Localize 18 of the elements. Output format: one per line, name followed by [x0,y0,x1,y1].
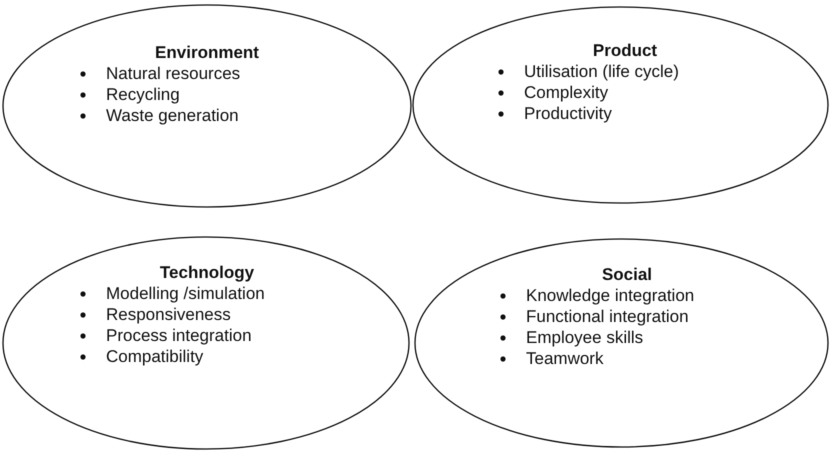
bullet-item: Natural resources [106,64,240,83]
bullet-item: Productivity [524,104,612,123]
bullet-item: Knowledge integration [526,286,694,305]
bullet-item: Process integration [106,326,252,345]
bullet-item: Functional integration [526,307,689,326]
bullet-item: Waste generation [106,106,239,125]
category-heading: Environment [155,43,259,62]
bullet-item: Responsiveness [106,305,231,324]
bullet-item: Teamwork [526,349,604,368]
bullet-item: Utilisation (life cycle) [524,62,679,81]
bullet-item: Complexity [524,83,608,102]
category-heading: Product [592,41,658,60]
category-heading: Social [602,265,652,284]
bullet-item: Employee skills [526,328,644,347]
bullet-item: Recycling [106,85,180,104]
bullet-item: Compatibility [106,347,204,366]
bullet-item: Modelling /simulation [106,284,265,303]
category-heading: Technology [160,263,254,282]
